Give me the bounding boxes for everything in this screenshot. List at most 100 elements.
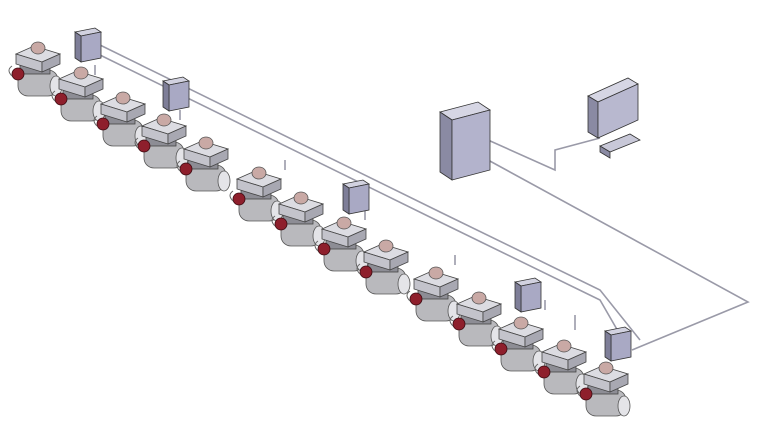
positioner-side (304, 203, 324, 223)
pipe-flange (8, 65, 13, 77)
junction-box-icon (73, 27, 103, 63)
indicator-dome (336, 216, 352, 230)
cable (99, 54, 631, 353)
valve-actuator-icon (534, 339, 589, 395)
indicator-dome (428, 266, 444, 280)
monitor-workstation-icon (587, 77, 641, 159)
indicator-dome (513, 316, 529, 330)
handwheel (137, 139, 151, 153)
valve-actuator-icon (51, 66, 106, 122)
handwheel (274, 217, 288, 231)
positioner-side (482, 303, 502, 323)
monitor-screen (597, 83, 639, 139)
box-front (348, 183, 370, 215)
box-front (520, 281, 542, 313)
cable (99, 44, 641, 341)
valve-actuator-icon (8, 41, 63, 97)
valve-actuator-icon (449, 291, 504, 347)
box-front (80, 31, 102, 63)
junction-box-icon (513, 277, 543, 313)
cable (487, 137, 601, 172)
box-side (604, 330, 612, 362)
indicator-dome (556, 339, 572, 353)
indicator-dome (198, 136, 214, 150)
valve-row (8, 41, 631, 417)
handwheel (232, 192, 246, 206)
valve-actuator-icon (314, 216, 369, 272)
handwheel (54, 92, 68, 106)
box-side (74, 31, 82, 63)
positioner-side (41, 53, 61, 73)
positioner-side (262, 178, 282, 198)
junction-boxes (73, 27, 633, 362)
positioner-side (347, 228, 367, 248)
positioner-side (567, 351, 587, 371)
positioner-side (439, 278, 459, 298)
handwheel (11, 67, 25, 81)
positioner-side (167, 125, 187, 145)
valve-actuator-icon (93, 91, 148, 147)
handwheel (317, 242, 331, 256)
positioner-side (84, 78, 104, 98)
handwheel (494, 342, 508, 356)
cabinet-side (439, 111, 453, 181)
monitor-side (587, 95, 599, 139)
indicator-dome (115, 91, 131, 105)
indicator-dome (378, 239, 394, 253)
handwheel (409, 292, 423, 306)
pipe-flange (491, 340, 496, 352)
cable-network (94, 44, 750, 353)
handwheel (179, 162, 193, 176)
indicator-dome (30, 41, 46, 55)
pipe-flange (449, 315, 454, 327)
junction-box-icon (603, 326, 633, 362)
valve-actuator-icon (134, 113, 189, 169)
valve-actuator-icon (576, 361, 631, 417)
valve-actuator-icon (229, 166, 284, 222)
box-side (342, 183, 350, 215)
cable (487, 159, 750, 351)
pipe-flange (356, 263, 361, 275)
valve-actuator-icon (176, 136, 231, 192)
box-side (514, 281, 522, 313)
positioner-side (389, 251, 409, 271)
pipe-flange (51, 90, 56, 102)
actuator-endcap (397, 273, 411, 295)
junction-box-icon (161, 76, 191, 112)
pipe-flange (576, 385, 581, 397)
actuator-endcap (217, 170, 231, 192)
pipe-flange (314, 240, 319, 252)
cabinet-front (451, 109, 491, 181)
valve-actuator-icon (406, 266, 461, 322)
handwheel (452, 317, 466, 331)
box-side (162, 80, 170, 112)
handwheel (96, 117, 110, 131)
handwheel (579, 387, 593, 401)
positioner-side (209, 148, 229, 168)
indicator-dome (251, 166, 267, 180)
valve-actuator-icon (356, 239, 411, 295)
pipe-flange (534, 363, 539, 375)
positioner-side (609, 373, 629, 393)
indicator-dome (73, 66, 89, 80)
pipe-flange (406, 290, 411, 302)
monitor-base-side (599, 145, 611, 159)
pipe-flange (176, 160, 181, 172)
junction-box-icon (341, 179, 371, 215)
pipe-flange (93, 115, 98, 127)
box-front (168, 80, 190, 112)
handwheel (537, 365, 551, 379)
indicator-dome (156, 113, 172, 127)
valve-actuator-icon (491, 316, 546, 372)
box-front (610, 330, 632, 362)
handwheel (359, 265, 373, 279)
indicator-dome (598, 361, 614, 375)
indicator-dome (293, 191, 309, 205)
indicator-dome (471, 291, 487, 305)
positioner-side (524, 328, 544, 348)
pipe-flange (229, 190, 234, 202)
actuator-endcap (617, 395, 631, 417)
valve-actuator-icon (271, 191, 326, 247)
pipe-flange (134, 137, 139, 149)
